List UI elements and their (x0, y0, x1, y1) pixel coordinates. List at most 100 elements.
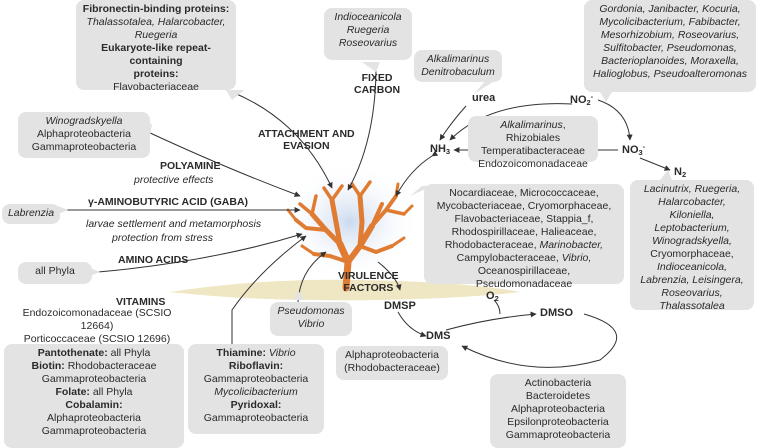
eukaryote-repeat-heading2: proteins: (133, 68, 179, 80)
virulence-box: Pseudomonas Vibrio (270, 302, 352, 336)
arrow-dmsp-dms (397, 311, 427, 338)
virulence-taxon-2: Vibrio (297, 318, 325, 330)
n2-base: N (674, 166, 682, 178)
urea-taxon-2: Denitrobaculum (421, 66, 495, 78)
arrow-fixed-carbon (347, 65, 377, 191)
biotin-label: Biotin: (31, 360, 65, 372)
nh3-taxon-rest: , Rhizobiales (505, 119, 566, 144)
fixed-carbon-taxon-3: Roseovarius (338, 37, 398, 49)
winogradskyella-line-1: Alphaproteobacteria (37, 128, 131, 140)
n2-taxa-2: Halarcobacter, Kiloniella, (658, 196, 726, 221)
nh3-base: NH (430, 143, 446, 155)
attachment-label: ATTACHMENT AND EVASION (258, 128, 355, 152)
nitrite-taxa-1: Gordonia, Janibacter, Kocuria, (599, 3, 741, 15)
winogradskyella-line-2: Gammaproteobacteria (31, 141, 137, 153)
biotin-value: Rhodobacteraceae (64, 360, 157, 372)
dms-box: Actinobacteria Bacteroidetes Alphaproteo… (490, 374, 626, 448)
cobalamin-line-2: Gammaproteobacteria (41, 425, 147, 437)
sulfide-taxon-2: Porticoccaceae (SCSIO 12696) (23, 333, 171, 345)
virulence-label-2: FACTORS (343, 282, 394, 294)
dms-taxon-5: Gammaproteobacteria (505, 429, 611, 441)
eukaryote-repeat-heading: Eukaryote-like repeat-containing (101, 42, 211, 67)
no2-base: NO (570, 94, 587, 106)
arrow-dms-dmso (445, 311, 537, 331)
nh3-taxon-2: Temperatibacteraceae (481, 145, 585, 157)
central-taxa-box: Nocardiaceae, Micrococcaceae, Mycobacter… (424, 184, 624, 290)
dmsp-node: DMSP (384, 300, 416, 312)
vitamins-label: VITAMINS (116, 296, 166, 308)
n2-taxa-4: Winogradskyella, (652, 235, 732, 247)
fixed-carbon-box: Indioceanicola Ruegeria Roseovarius (324, 8, 412, 60)
gaba-label: γ-AMINOBUTYRIC ACID (GABA) (88, 196, 249, 208)
arrow-urea (439, 105, 467, 141)
vitamins-left-box: Pantothenate: all Phyla Biotin: Rhodobac… (4, 344, 184, 448)
arrow-attachment (231, 91, 333, 189)
eukaryote-repeat-family: Flavobacteriaceae (113, 81, 199, 93)
n2-taxa-1: Lacinutrix, Ruegeria, (643, 183, 741, 195)
sea-fan-coral-icon (286, 180, 414, 292)
no2-superscript: - (590, 92, 594, 101)
riboflavin-label: Riboflavin: (228, 360, 284, 372)
amino-acids-label: AMINO ACIDS (118, 254, 189, 266)
attachment-label-1: ATTACHMENT AND (258, 128, 355, 140)
cobalamin-line-1: Alphaproteobacteria (47, 412, 141, 424)
arrow-polyamine (147, 131, 301, 197)
nh3-subscript: 3 (445, 147, 451, 156)
urea-node: urea (472, 92, 496, 104)
pantothenate-label: Pantothenate: (37, 347, 108, 359)
central-taxa-4: Rhodospirillaceae, Halieaceae, (451, 226, 597, 238)
thiamine-value: Vibrio (266, 347, 296, 359)
all-phyla-box: all Phyla (18, 262, 92, 284)
labrenzia-taxon: Labrenzia (7, 207, 55, 219)
urea-box: Alkalimarinus Denitrobaculum (414, 50, 502, 82)
no3-base: NO (622, 144, 639, 156)
riboflavin-line-1: Gammaproteobacteria (203, 373, 309, 385)
nh3-node: NH3 (430, 143, 450, 156)
dmsp-box: Alphaproteobacteria (Rhodobacteraceae) (336, 346, 448, 380)
o2-subscript: 2 (494, 294, 499, 303)
fixed-carbon-label-2: CARBON (354, 84, 401, 96)
nitrite-taxa-4: Sulfitobacter, Pseudomonas, (603, 42, 737, 54)
nitrite-box: Gordonia, Janibacter, Kocuria, Mycolicib… (584, 0, 756, 92)
fixed-carbon-taxon-1: Indioceanicola (334, 11, 402, 23)
dms-taxon-4: Epsilonproteobacteria (507, 416, 609, 428)
dmso-node: DMSO (540, 307, 573, 319)
central-taxa-5b: Marinobacter, (539, 239, 604, 251)
urea-taxon-1: Alkalimarinus (426, 53, 490, 65)
fixed-carbon-label-1: FIXED (361, 72, 393, 84)
all-phyla-text: all Phyla (35, 265, 75, 277)
arrow-no2-nh3 (449, 103, 573, 141)
no2-subscript: 2 (586, 98, 591, 107)
fixed-carbon-taxon-2: Ruegeria (346, 24, 390, 36)
cobalamin-label: Cobalamin: (65, 399, 123, 411)
winogradskyella-genus: Winogradskyella (45, 115, 123, 127)
dms-taxon-3: Alphaproteobacteria (511, 403, 605, 415)
no3-superscript: - (642, 142, 646, 151)
arrow-no3-n2 (639, 157, 671, 171)
polyamine-subtitle: protective effects (134, 174, 214, 186)
pyridoxal-label: Pyridoxal: (230, 399, 282, 411)
gaba-subtitle-1: larvae settlement and metamorphosis (86, 218, 262, 230)
vitamins-right-box: Thiamine: Vibrio Riboflavin: Gammaproteo… (188, 344, 324, 434)
nh3-box: Alkalimarinus, Rhizobiales Temperatibact… (468, 116, 598, 170)
no3-node: NO3- (622, 142, 645, 157)
dmsp-taxon-2: (Rhodobacteraceae) (344, 362, 440, 374)
arrow-coral-dmsp (377, 261, 402, 291)
o2-base: O (486, 290, 495, 302)
sulfide-taxon-1: Endozoicomonadaceae (SCSIO 12664) (22, 307, 172, 332)
nh3-taxon-italic: Alkalimarinus (500, 119, 563, 131)
dmsp-taxon-1: Alphaproteobacteria (345, 349, 439, 361)
folate-value: all Phyla (89, 386, 133, 398)
virulence-label-1: VIRULENCE (338, 270, 399, 282)
central-taxa-5a: Rhodobacteraceae, (444, 239, 540, 251)
central-taxa-3: Flavobacteriaceae, Stappia_f, (454, 213, 594, 225)
fibronectin-heading: Fibronectin-binding proteins: (82, 3, 230, 15)
no3-subscript: 3 (638, 148, 643, 157)
folate-label: Folate: (55, 386, 90, 398)
arrow-vitamins (231, 235, 307, 376)
nitrite-taxa-5: Bacterioplanoides, Moraxella, (601, 55, 739, 67)
arrow-o2 (493, 299, 501, 315)
nitrite-taxa-2: Mycolicibacterium, Fabibacter, (599, 16, 741, 28)
central-taxa-6b: Vibrio, (561, 252, 592, 264)
